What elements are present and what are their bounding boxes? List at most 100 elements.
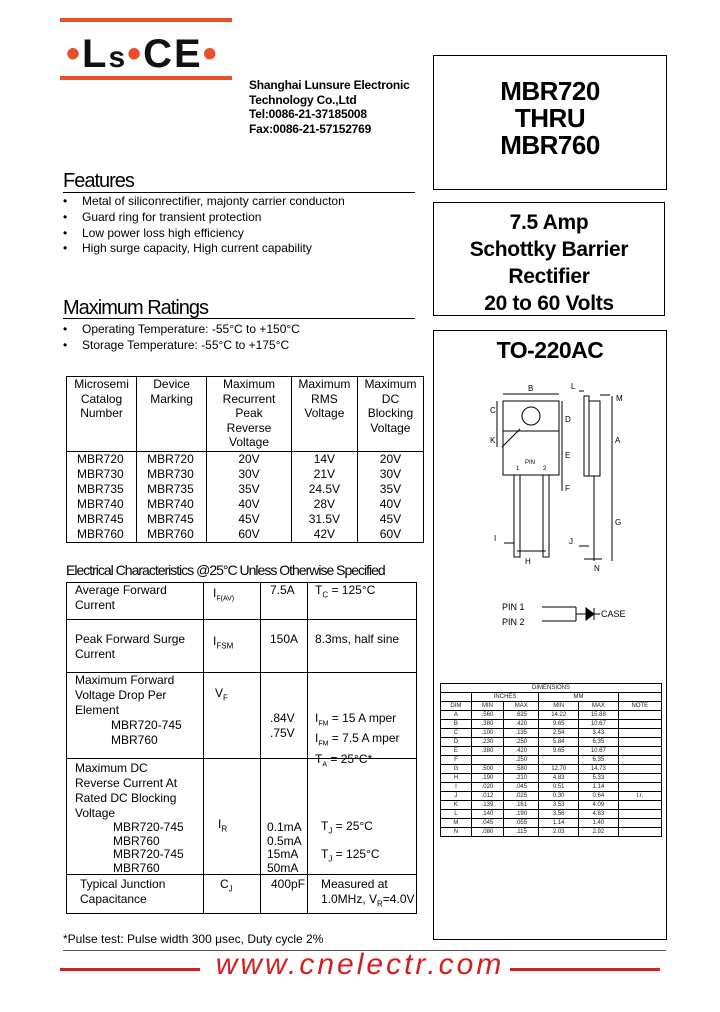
logo-bottom-bar [60,76,232,80]
table-cell: MBR730 [65,467,138,482]
table-cell: .420 [503,746,540,756]
dim-header-blank-2 [617,692,663,702]
table-cell [617,764,663,774]
ec-col-divider-2 [260,583,261,913]
table-cell: MBR760 [136,527,208,543]
package-outline-drawing: B L M C D K A E F G I H J N 1 PIN 2 PIN … [490,382,626,627]
table-cell: .380 [470,719,505,729]
table-cell: .161 [503,800,540,810]
table-cell: 20V [356,451,425,467]
label-pin-1: 1 [516,466,520,472]
footer-url-text[interactable]: www.cnelectr.com [215,948,505,981]
table-cell: .080 [470,827,505,837]
table-cell: 1.40 [578,818,619,828]
side-view-tab [583,395,590,477]
label-pin-2: 2 [543,466,547,472]
table-cell: .380 [470,746,505,756]
ec-value-line: .75V [270,726,295,740]
table-cell: .055 [503,818,540,828]
label-l: L [571,382,576,391]
desc-line3: Rectifier [508,265,590,288]
table-cell: 40V [206,497,292,512]
table-cell: 2.92 [578,827,619,837]
col-header-catalog: Microsemi Catalog Number [65,376,138,452]
table-cell: 14.73 [578,764,619,774]
ec-cond-sym: T [315,583,323,597]
table-cell [617,719,663,729]
features-item: Guard ring for transient protection [63,210,345,226]
footer-rule [63,950,666,951]
logo-letter-s: s [108,41,128,74]
table-cell: .625 [503,710,540,720]
ec-symbol-main: C [220,877,229,891]
footer-website[interactable]: www.cnelectr.com [0,948,720,982]
ec-cond-text: 1.0MHz, V [321,892,378,906]
ec-cond-sub: FM [318,740,329,748]
ec-cond-sym: T [321,847,329,861]
ec-row-avg-forward-current: Average Forward Current IF(AV) 7.5A TC =… [67,583,416,620]
dimensions-table: DIMENSIONS INCHES MM DIM MIN MAX MIN MAX… [440,683,663,837]
table-cell: C [440,728,472,738]
ec-symbol: IF(AV) [213,586,234,606]
dim-header-blank [440,692,472,702]
table-cell: MBR745 [65,512,138,527]
ec-symbol-main: I [218,817,222,831]
table-cell: 5.33 [578,773,619,783]
desc-line4: 20 to 60 Volts [484,292,614,315]
table-cell: 14V [290,451,358,467]
dim-header-dim: DIM [440,701,472,711]
ec-part-line: MBR720-745 [113,820,184,834]
table-cell: .560 [470,710,505,720]
ec-param-line: Voltage Drop Per [75,688,167,702]
company-tel: Tel:0086-21-37185008 [249,107,367,121]
ec-symbol-main: V [215,686,224,700]
company-name-line2: Technology Co.,Ltd [249,92,357,107]
mounting-hole [521,406,541,426]
table-cell: .500 [470,764,505,774]
logo-dot-left: • [66,32,83,76]
ec-cond-text: = 7.5 A mper [328,731,400,746]
table-cell: .025 [503,791,540,801]
ec-symbol: IR [218,817,227,836]
max-ratings-table: Microsemi Catalog Number Device Marking … [65,376,425,543]
ec-param: Maximum Forward Voltage Drop Per Element… [75,673,182,748]
dimensions-header-row-2: DIM MIN MAX MIN MAX NOTE [440,701,663,711]
ec-cond-line: IFM = 15 A mper [315,711,400,731]
col-header-vrrm: Maximum Recurrent Peak Reverse Voltage [206,376,292,452]
ec-param: Typical Junction Capacitance [80,877,165,907]
table-cell: 60V [356,527,425,543]
ec-symbol-sub: F [223,693,228,703]
part-number-box: MBR720 THRU MBR760 [433,55,667,190]
table-cell: 3.43 [578,728,619,738]
dim-header-inches: INCHES [470,692,540,702]
table-cell [617,746,663,756]
ec-cond-sub: FM [318,720,329,728]
table-cell: 3.53 [538,800,580,810]
label-i: I [494,534,496,543]
dim-header-mm: MM [538,692,619,702]
ec-part-line: MBR760 [113,833,160,848]
table-cell: .012 [470,791,505,801]
features-list: Metal of siliconrectifier, majonty carri… [63,194,345,257]
table-cell [617,827,663,837]
electrical-table: Average Forward Current IF(AV) 7.5A TC =… [66,582,417,914]
electrical-title: Electrical Characteristics @25°C Unless … [66,562,386,578]
ec-cond-text: = 25°C* [327,751,373,766]
ec-cond-sym: T [321,819,329,833]
table-cell: 0.64 [578,791,619,801]
features-item: Metal of siliconrectifier, majonty carri… [63,194,345,210]
table-cell: MBR760 [65,527,138,543]
ec-value-line: 0.1mA [267,820,302,834]
col-header-line: Peak [235,406,263,420]
table-cell: 2.03 [538,827,580,837]
ec-cond-sub: C [322,590,329,600]
col-header-line: Reverse [226,420,272,435]
ec-cond-line: IFM = 7.5 A mper [315,731,400,751]
